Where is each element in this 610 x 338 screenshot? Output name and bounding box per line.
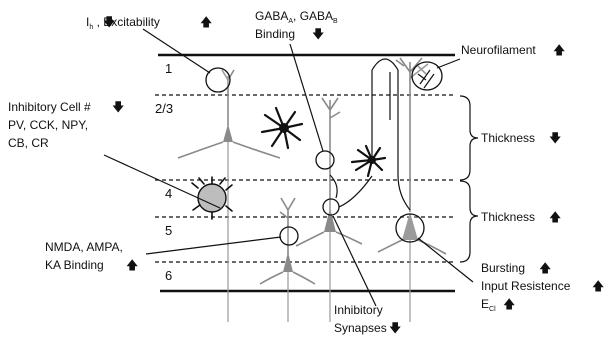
inhib-synapses-label-line2: Synapses	[334, 321, 387, 335]
inhib-cell-label-line2: PV, CCK, NPY,	[8, 118, 88, 132]
input-resistence-label: Input Resistence	[481, 279, 571, 293]
neurofilament-arrow: 🡅	[553, 43, 565, 57]
layer-label-5: 5	[165, 223, 172, 238]
pointer-ih	[143, 29, 210, 73]
inhib-synapses-label-line1: Inhibitory	[334, 303, 383, 317]
thickness-lower-arrow: 🡅	[549, 210, 561, 224]
pointer-bursting	[418, 238, 473, 282]
nmda-arrow: 🡅	[126, 258, 138, 272]
axon-loop	[372, 59, 410, 210]
inhib-cell-label-line1: Inhibitory Cell #	[8, 100, 91, 114]
layer-label-6: 6	[165, 268, 172, 283]
inhibitory-interneuron-right	[352, 146, 385, 176]
ecl-arrow: 🡅	[503, 297, 515, 311]
layer-label-4: 4	[165, 186, 172, 201]
inhib-cell-arrow: 🡇	[112, 100, 124, 114]
inhib-synapses-arrow: 🡇	[389, 321, 401, 335]
large-soma-circle	[396, 214, 424, 242]
excitability-arrow: 🡅	[200, 15, 212, 29]
gaba-label-line1: GABAA, GABAB	[255, 9, 338, 25]
thickness-brace-upper	[460, 96, 478, 180]
pointer-nmda	[146, 237, 281, 254]
bursting-label: Bursting	[481, 261, 525, 275]
gaba-binding-arrow: 🡇	[312, 27, 324, 41]
pointer-neurofilament	[437, 59, 460, 68]
inhibitory-fiber-right	[339, 176, 372, 207]
thickness-upper-arrow: 🡇	[549, 131, 561, 145]
ih-excitability-label: Ih , Excitability	[86, 15, 160, 31]
nmda-label-line2: KA Binding	[45, 258, 104, 272]
inhibitory-synapse-circle	[323, 199, 339, 215]
layer-label-1: 1	[165, 61, 172, 76]
gaba-binding-circle	[316, 151, 334, 169]
ih-channel-circle	[206, 68, 230, 92]
input-resistence-arrow: 🡅	[592, 279, 604, 293]
layer-label-2-3: 2/3	[155, 101, 173, 116]
gaba-label-line2: Binding	[255, 27, 295, 41]
neurofilament-label: Neurofilament	[461, 43, 536, 57]
ih-arrow: 🡇	[103, 15, 115, 29]
pointer-inhib-synapses	[333, 216, 376, 306]
inhibitory-interneuron-upper	[262, 108, 302, 148]
thickness-upper-label: Thickness	[481, 131, 535, 145]
pyramidal-neuron-layer-5-large	[378, 58, 446, 322]
inhib-cell-label-line3: CB, CR	[8, 136, 49, 150]
neurofilament-circle	[412, 62, 442, 90]
inhibitory-fiber-middle	[330, 175, 337, 198]
nmda-label-line1: NMDA, AMPA,	[45, 240, 123, 254]
ecl-label: ECl	[481, 297, 496, 313]
thickness-lower-label: Thickness	[481, 210, 535, 224]
bursting-arrow: 🡅	[539, 261, 551, 275]
thickness-brace-lower	[460, 181, 478, 262]
nmda-binding-circle	[280, 227, 298, 245]
